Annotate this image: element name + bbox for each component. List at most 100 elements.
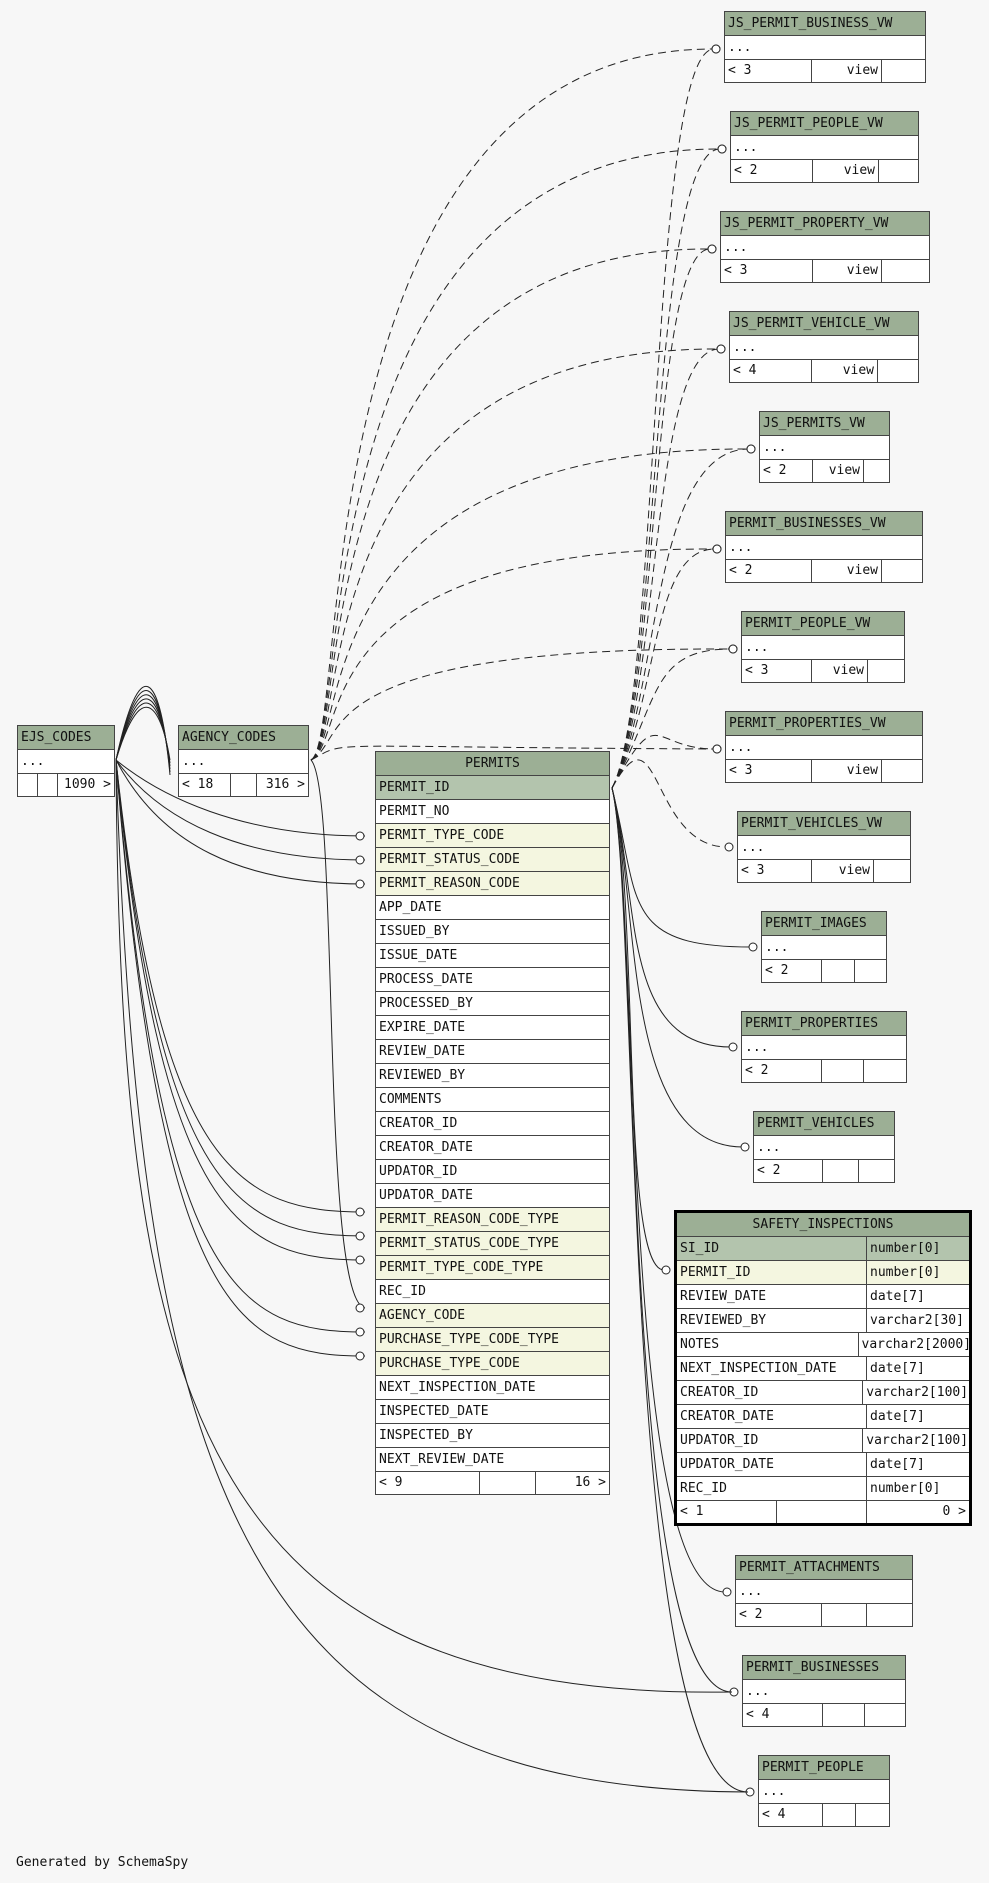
- column-name: REVIEW_DATE: [677, 1285, 867, 1308]
- table-ejs-codes[interactable]: EJS_CODES ... 1090 >: [17, 725, 115, 797]
- column-row: PERMIT_REASON_CODE_TYPE: [376, 1208, 609, 1232]
- table-permit-properties[interactable]: PERMIT_PROPERTIES ... < 2: [741, 1011, 907, 1083]
- table-title: PERMIT_PROPERTIES_VW: [726, 712, 922, 736]
- relationship-line: [115, 759, 366, 837]
- column-row: AGENCY_CODE: [376, 1304, 609, 1328]
- relationship-line: [611, 787, 732, 1048]
- relationship-endpoint: [748, 942, 758, 952]
- generated-by-footer: Generated by SchemaSpy: [16, 1855, 189, 1870]
- relationship-line-dashed: [310, 548, 716, 761]
- relationship-endpoint: [728, 644, 738, 654]
- table-title: JS_PERMIT_BUSINESS_VW: [725, 12, 925, 36]
- table-title: JS_PERMITS_VW: [760, 412, 889, 436]
- view-label: view: [812, 860, 874, 882]
- relationship-endpoint: [712, 544, 722, 554]
- column-name: NOTES: [677, 1333, 859, 1356]
- child-count: [867, 1604, 873, 1626]
- column-name: UPDATOR_DATE: [677, 1453, 867, 1476]
- table-columns-collapsed: ...: [18, 750, 114, 774]
- table-columns-collapsed: ...: [726, 736, 922, 760]
- column-row: UPDATOR_DATE: [376, 1184, 609, 1208]
- table-permit-businesses[interactable]: PERMIT_BUSINESSES ... < 4: [742, 1655, 906, 1727]
- relationship-line-dashed: [310, 348, 720, 761]
- column-row: INSPECTED_DATE: [376, 1400, 609, 1424]
- child-count: [864, 460, 870, 482]
- parent-count: < 4: [730, 360, 812, 382]
- relationship-endpoint: [661, 1265, 671, 1275]
- parent-count: < 18: [179, 774, 231, 796]
- relationship-line: [115, 694, 171, 770]
- table-permit-vehicles[interactable]: PERMIT_VEHICLES ... < 2: [753, 1111, 895, 1183]
- parent-count: < 4: [759, 1804, 823, 1826]
- table-title: PERMITS: [376, 752, 609, 776]
- column-type: varchar2[2000]: [861, 1337, 970, 1352]
- relationship-line: [115, 759, 366, 1357]
- column-name: REVIEWED_BY: [677, 1309, 867, 1332]
- table-columns-collapsed: ...: [759, 1780, 889, 1804]
- relationship-line-dashed: [611, 548, 716, 789]
- column-name: REC_ID: [677, 1477, 867, 1500]
- child-count: [879, 160, 885, 182]
- child-count: 316 >: [265, 777, 305, 792]
- parent-count: < 2: [731, 160, 813, 182]
- relationship-endpoint: [707, 244, 717, 254]
- table-permit-images[interactable]: PERMIT_IMAGES ... < 2: [761, 911, 887, 983]
- relationship-line: [115, 759, 749, 1793]
- child-count: 16 >: [574, 1475, 606, 1490]
- table-footer: < 2: [754, 1160, 894, 1182]
- parent-count: < 2: [736, 1604, 822, 1626]
- child-count: [865, 1704, 871, 1726]
- column-type: varchar2[100]: [866, 1385, 969, 1400]
- relationship-endpoint: [716, 344, 726, 354]
- table-title: PERMIT_PROPERTIES: [742, 1012, 906, 1036]
- relationship-line: [115, 686, 171, 776]
- table-permit-attachments[interactable]: PERMIT_ATTACHMENTS ... < 2: [735, 1555, 913, 1627]
- column-row: PURCHASE_TYPE_CODE: [376, 1352, 609, 1376]
- column-name: PERMIT_ID: [677, 1261, 867, 1284]
- relationship-endpoint: [717, 144, 727, 154]
- table-columns-collapsed: ...: [730, 336, 918, 360]
- relationship-endpoint: [728, 1042, 738, 1052]
- view-label: view: [813, 160, 879, 182]
- relationship-line: [115, 759, 366, 1237]
- mid-cell: [38, 774, 58, 796]
- table-title: PERMIT_BUSINESSES_VW: [726, 512, 922, 536]
- view-label: view: [813, 460, 864, 482]
- table-permit-people[interactable]: PERMIT_PEOPLE ... < 4: [758, 1755, 890, 1827]
- parent-count: < 2: [742, 1060, 822, 1082]
- child-count: 1090 >: [64, 777, 111, 792]
- table-columns-collapsed: ...: [721, 236, 929, 260]
- relationship-line-dashed: [611, 648, 732, 789]
- column-row: PERMIT_STATUS_CODE: [376, 848, 609, 872]
- table-columns-collapsed: ...: [179, 750, 308, 774]
- mid-cell: [231, 774, 257, 796]
- table-title: PERMIT_BUSINESSES: [743, 1656, 905, 1680]
- mid-cell: [822, 960, 855, 982]
- column-row: CREATOR_ID: [376, 1112, 609, 1136]
- column-row: NEXT_INSPECTION_DATE: [376, 1376, 609, 1400]
- parent-count: < 3: [726, 760, 812, 782]
- mid-cell: [480, 1472, 536, 1494]
- parent-count: < 2: [760, 460, 813, 482]
- table-title: PERMIT_VEHICLES_VW: [738, 812, 910, 836]
- column-row: ISSUE_DATE: [376, 944, 609, 968]
